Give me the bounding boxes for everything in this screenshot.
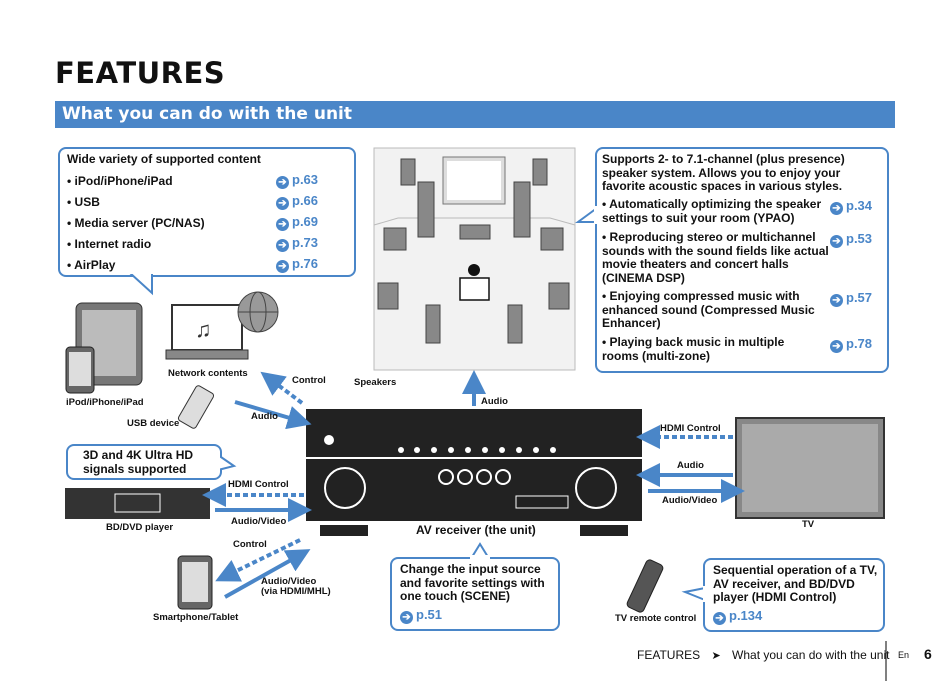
remote-label: TV remote control xyxy=(615,613,697,624)
chevron-arrow-icon: ➔ xyxy=(276,176,289,189)
content-item: • iPod/iPhone/iPad ➔p.63 xyxy=(67,172,322,189)
speaker-item: • Reproducing stereo or multichannel sou… xyxy=(602,230,884,285)
audio-right-label: Audio xyxy=(677,460,704,471)
receiver-icon xyxy=(306,409,642,536)
tv-label: TV xyxy=(802,519,815,530)
usb-label: USB device xyxy=(127,418,180,429)
speaker-heading: Supports 2- to 7.1-channel (plus presenc… xyxy=(602,152,845,193)
section-bar: What you can do with the unit xyxy=(55,101,895,128)
speaker-item: • Automatically optimizing the speaker s… xyxy=(602,197,884,225)
page-number: 6 xyxy=(924,646,932,662)
section-bar-title: What you can do with the unit xyxy=(62,104,353,124)
globe-icon xyxy=(237,291,279,333)
page-ref-link[interactable]: ➔p.53 xyxy=(830,231,872,248)
chevron-arrow-icon: ➔ xyxy=(830,202,843,215)
page-ref-link[interactable]: ➔p.76 xyxy=(276,256,318,273)
control-phone-label: Control xyxy=(233,539,267,550)
footer-subsection[interactable]: What you can do with the unit xyxy=(732,648,890,662)
tv-icon xyxy=(735,417,885,519)
hdmi-control-text: Sequential operation of a TV, AV receive… xyxy=(713,563,878,604)
speaker-item: • Playing back music in multiple rooms (… xyxy=(602,335,884,363)
audio-up-label: Audio xyxy=(481,396,508,407)
chevron-arrow-icon: ➔ xyxy=(276,218,289,231)
page-ref-link[interactable]: ➔p.134 xyxy=(713,608,762,625)
chevron-arrow-icon: ➔ xyxy=(276,239,289,252)
speaker-item-label: • Enjoying compressed music with enhance… xyxy=(602,289,815,330)
chevron-arrow-icon: ➔ xyxy=(830,294,843,307)
content-box: Wide variety of supported content • iPod… xyxy=(58,147,356,277)
smartphone-label: Smartphone/Tablet xyxy=(153,612,239,623)
hdmi-control-right-label: HDMI Control xyxy=(660,423,721,434)
speaker-item-label: • Automatically optimizing the speaker s… xyxy=(602,197,822,225)
speaker-item-label: • Playing back music in multiple rooms (… xyxy=(602,335,785,363)
chevron-arrow-icon: ➔ xyxy=(276,197,289,210)
ipod-label: iPod/iPhone/iPad xyxy=(66,397,144,408)
page-title: FEATURES xyxy=(55,56,226,90)
chevron-arrow-icon: ➔ xyxy=(830,340,843,353)
speaker-room xyxy=(373,147,576,371)
content-item: • Media server (PC/NAS) ➔p.69 xyxy=(67,214,322,231)
content-item: • USB ➔p.66 xyxy=(67,193,322,210)
network-label: Network contents xyxy=(168,368,248,379)
page-ref-link[interactable]: ➔p.73 xyxy=(276,235,318,252)
footer-lang: En xyxy=(898,650,910,660)
chevron-arrow-icon: ➔ xyxy=(830,235,843,248)
page-ref-link[interactable]: ➔p.57 xyxy=(830,290,872,307)
audio-video-phone-label: Audio/Video (via HDMI/MHL) xyxy=(261,576,331,597)
hd-box: 3D and 4K Ultra HD signals supported xyxy=(66,444,222,480)
usb-icon xyxy=(177,385,215,429)
hdmi-control-box: Sequential operation of a TV, AV receive… xyxy=(703,558,885,632)
audio-video-left-label: Audio/Video xyxy=(231,516,287,527)
speaker-box: Supports 2- to 7.1-channel (plus presenc… xyxy=(595,147,889,373)
page-ref-link[interactable]: ➔p.78 xyxy=(830,336,872,353)
content-item-label: • Media server (PC/NAS) xyxy=(67,216,205,230)
audio-video-right-label: Audio/Video xyxy=(662,495,718,506)
laptop-icon: ♫ xyxy=(165,304,249,360)
hdmi-control-left-label: HDMI Control xyxy=(228,479,289,490)
content-item-label: • iPod/iPhone/iPad xyxy=(67,174,173,188)
svg-text:♫: ♫ xyxy=(195,317,212,342)
scene-text: Change the input source and favorite set… xyxy=(400,562,545,603)
speaker-icon xyxy=(377,158,570,344)
chevron-arrow-icon: ➔ xyxy=(713,612,726,625)
content-item: • AirPlay ➔p.76 xyxy=(67,256,322,273)
chevron-arrow-icon: ➔ xyxy=(400,611,413,624)
control-top-label: Control xyxy=(292,375,326,386)
page-ref-link[interactable]: ➔p.51 xyxy=(400,607,442,624)
content-item-label: • Internet radio xyxy=(67,237,152,251)
page-ref-link[interactable]: ➔p.63 xyxy=(276,172,318,189)
speakers-label: Speakers xyxy=(354,377,397,388)
receiver-label: AV receiver (the unit) xyxy=(416,523,536,537)
bd-player-icon xyxy=(65,488,210,519)
bd-label: BD/DVD player xyxy=(106,522,174,533)
footer-arrow-icon: ➤ xyxy=(711,650,721,662)
smartphone-icon xyxy=(177,555,213,610)
content-item-label: • AirPlay xyxy=(67,258,116,272)
audio-left-label: Audio xyxy=(251,411,278,422)
page-ref-link[interactable]: ➔p.69 xyxy=(276,214,318,231)
remote-icon xyxy=(626,559,664,613)
iphone-icon xyxy=(65,346,95,394)
content-item: • Internet radio ➔p.73 xyxy=(67,235,322,252)
speaker-item-label: • Reproducing stereo or multichannel sou… xyxy=(602,230,829,285)
hd-text: 3D and 4K Ultra HD signals supported xyxy=(83,448,194,476)
speaker-item: • Enjoying compressed music with enhance… xyxy=(602,289,884,331)
content-item-label: • USB xyxy=(67,195,100,209)
content-heading: Wide variety of supported content xyxy=(67,152,261,166)
footer-breadcrumb: FEATURES ➤ What you can do with the unit xyxy=(637,648,889,662)
page-ref-link[interactable]: ➔p.34 xyxy=(830,198,872,215)
footer-section[interactable]: FEATURES xyxy=(637,648,701,662)
listener-icon xyxy=(459,264,490,301)
page-ref-link[interactable]: ➔p.66 xyxy=(276,193,318,210)
chevron-arrow-icon: ➔ xyxy=(276,260,289,273)
